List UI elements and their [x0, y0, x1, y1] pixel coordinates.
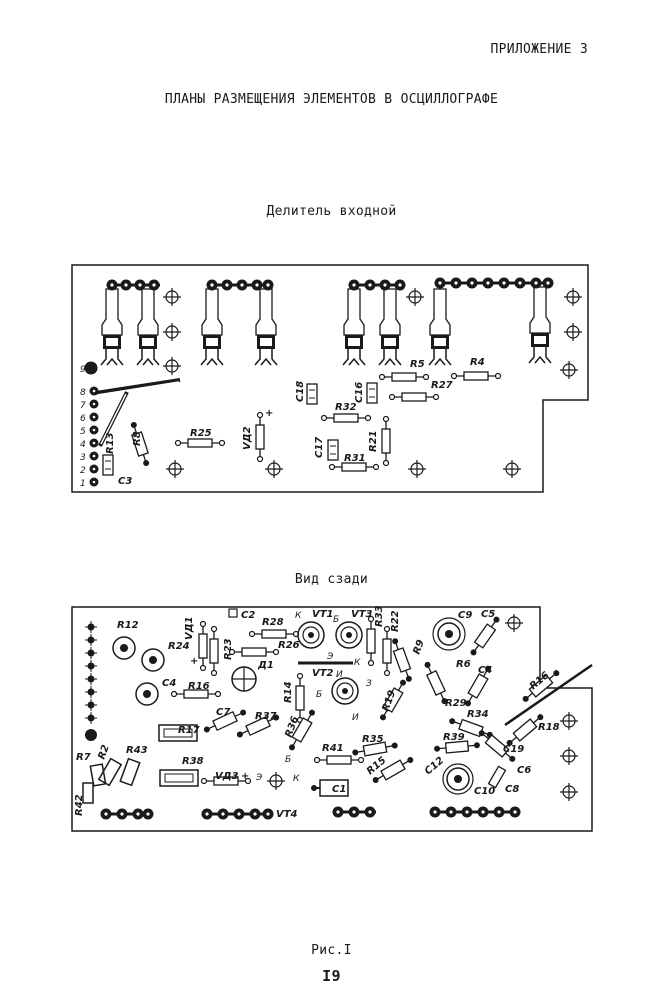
component-r41: R2	[96, 743, 111, 761]
page-number: I9	[322, 967, 341, 985]
component-c17: C17	[314, 437, 325, 458]
pin-label-7: 7	[80, 401, 86, 411]
figure-caption: Рис.I	[311, 943, 352, 958]
component-r9: R6	[456, 659, 471, 670]
component-r7: R34	[467, 709, 489, 720]
pin-mark-k-vt3: К	[354, 658, 361, 668]
component-r38: R38	[182, 756, 204, 767]
component-vd3: VД3	[215, 771, 239, 782]
component-r27: R27	[431, 380, 453, 391]
pin-label-8: 8	[80, 388, 86, 398]
component-c1: C1	[332, 784, 346, 795]
component-r11: R39	[443, 732, 465, 743]
rear-board: R12 VД1 + R24 R23 C2 R28 R26 Д1 C4 R16 V…	[71, 605, 593, 832]
component-r21: R21	[368, 430, 379, 452]
component-r3: C19	[503, 744, 524, 755]
component-c3: C3	[118, 476, 132, 487]
component-c10: C10	[474, 786, 495, 797]
pin-mark-i-vt2-top: И	[336, 670, 343, 680]
component-r19: R16	[188, 681, 210, 692]
pin-mark-b-vt4: Б	[285, 755, 291, 765]
component-r26: R26	[278, 640, 300, 651]
divider-board: 9 8 7 6 5 4 3 2 1 R13 C3 R8 R25 VД2 + C1…	[71, 264, 589, 493]
component-r42: R42	[74, 794, 85, 816]
component-c12: C12	[423, 755, 446, 777]
component-c8: C8	[505, 784, 519, 795]
pin-mark-e-vt1: Э	[326, 652, 334, 662]
component-r18: R35	[362, 734, 384, 745]
component-r43: R7	[76, 752, 91, 763]
component-c5: C5	[481, 609, 495, 620]
component-r16: C4	[162, 678, 176, 689]
pin-label-9: 9	[80, 365, 86, 375]
pin-mark-z-vt2: З	[366, 679, 372, 689]
component-r2: R18	[538, 722, 560, 733]
component-c7: R29	[445, 698, 467, 709]
component-vt3: VT3	[351, 609, 373, 620]
divider-board-title: Делитель входной	[266, 204, 397, 219]
component-c2: C2	[241, 610, 255, 621]
pin-mark-b-vt1: Б	[333, 615, 339, 625]
component-r32: R32	[335, 402, 357, 413]
component-vd2: VД2	[242, 426, 253, 450]
component-c6: C6	[517, 765, 531, 776]
component-r12: R12	[117, 620, 139, 631]
component-d1: Д1	[257, 660, 274, 671]
pin-label-4: 4	[80, 440, 86, 450]
component-r4: R4	[470, 357, 485, 368]
rear-board-title: Вид сзади	[294, 572, 369, 587]
component-r35: R37	[255, 711, 277, 722]
component-c19: R41	[322, 743, 344, 754]
component-r22: R22	[390, 610, 401, 632]
component-r29: R14	[283, 681, 294, 703]
component-vd3-polarity: +	[241, 771, 249, 782]
component-r14: R9	[411, 638, 426, 656]
appendix-label: ПРИЛОЖЕНИЕ 3	[490, 42, 588, 57]
component-r33: R33	[374, 605, 385, 627]
component-c16: C16	[354, 382, 365, 403]
pin-mark-k-vt1: К	[295, 611, 302, 621]
component-vd1: VД1	[184, 616, 195, 640]
component-r25: R25	[190, 428, 212, 439]
page-title: ПЛАНЫ РАЗМЕЩЕНИЯ ЭЛЕМЕНТОВ В ОСЦИЛЛОГРАФ…	[164, 92, 499, 107]
component-r23: R23	[223, 638, 234, 660]
pin-mark-k-vt4: К	[293, 774, 300, 784]
component-r8: R8	[132, 431, 143, 446]
component-r13: R13	[105, 432, 116, 454]
component-r5: R5	[410, 359, 425, 370]
pin-mark-i-vt2: И	[352, 713, 359, 723]
pin-label-3: 3	[80, 453, 86, 463]
component-r24: R24	[168, 641, 190, 652]
pin-mark-e-vt4: Э	[255, 773, 263, 783]
component-vd1-polarity: +	[190, 656, 198, 667]
component-r36: C7	[216, 707, 230, 718]
component-r37: R17	[178, 725, 200, 736]
pin-mark-b-vt2: Б	[316, 690, 322, 700]
component-vd2-polarity: +	[265, 408, 273, 419]
component-r6: C4	[478, 665, 492, 676]
pin-label-1: 1	[80, 479, 86, 489]
component-c9: C9	[458, 610, 472, 621]
component-r28: R28	[262, 617, 284, 628]
component-vt1: VT1	[312, 609, 334, 620]
component-c18: C18	[295, 381, 306, 402]
component-vt4: VT4	[276, 809, 298, 820]
component-r39: R43	[126, 745, 148, 756]
pin-label-2: 2	[80, 466, 86, 476]
component-vt2: VT2	[312, 668, 334, 679]
pin-label-6: 6	[80, 414, 86, 424]
component-r31: R31	[344, 453, 366, 464]
pin-label-5: 5	[80, 427, 86, 437]
